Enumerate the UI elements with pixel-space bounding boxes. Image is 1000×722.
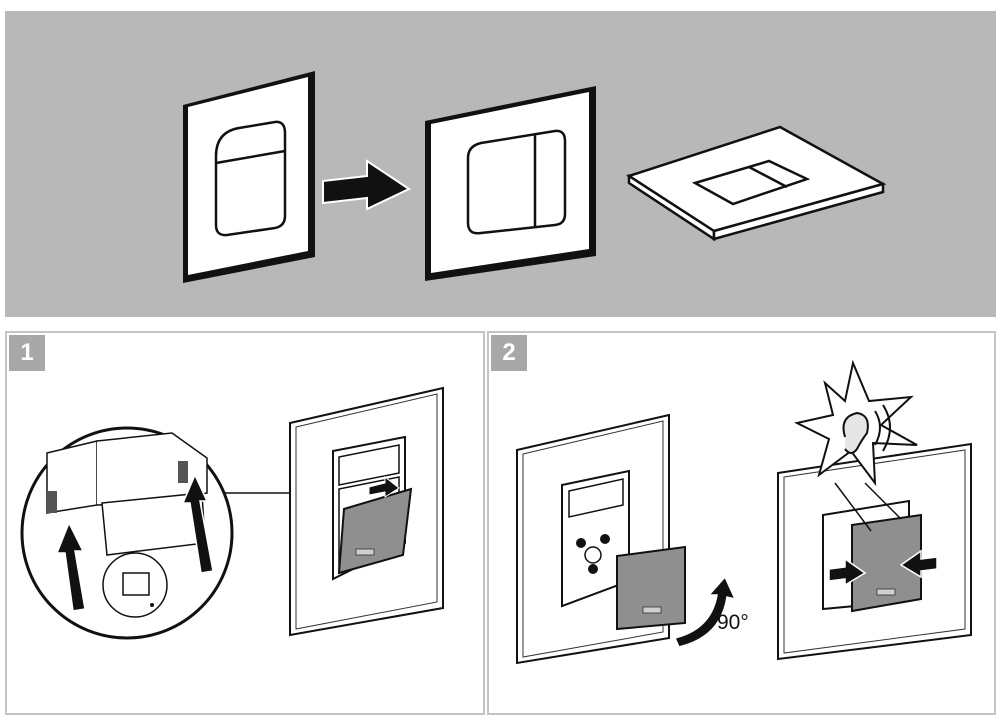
wall-plate: [289, 386, 444, 637]
horizontal-plate: [425, 86, 596, 281]
step-2-illustration: [516, 359, 972, 665]
push-up-arrow-left-icon: [55, 521, 86, 612]
orientation-banner: [5, 11, 996, 317]
press-arrow-left-icon: [828, 557, 867, 587]
vertical-plate: [183, 71, 315, 283]
push-up-arrow-right-icon: [181, 473, 214, 574]
pull-arrow-icon: [368, 475, 400, 498]
flat-plate: [626, 125, 887, 242]
wall-plate-rotate: [516, 413, 737, 665]
step-1-panel: 1: [5, 331, 485, 715]
press-arrow-right-icon: [899, 549, 938, 579]
ear-icon: [842, 411, 869, 454]
rotate-arrow-icon: [673, 575, 737, 648]
detail-magnifier: [20, 426, 234, 640]
step-1-illustration: [20, 386, 444, 640]
right-arrow-icon: [322, 159, 412, 211]
wall-plate-snap: [777, 359, 972, 661]
step-number-badge: 1: [9, 335, 45, 371]
step-2-panel: 2: [487, 331, 996, 715]
step-number-badge: 2: [491, 335, 527, 371]
orientation-illustration: [183, 71, 887, 283]
cover-plate: [851, 513, 922, 613]
cover-plate: [616, 545, 686, 631]
rotation-angle-label: 90°: [717, 611, 749, 634]
